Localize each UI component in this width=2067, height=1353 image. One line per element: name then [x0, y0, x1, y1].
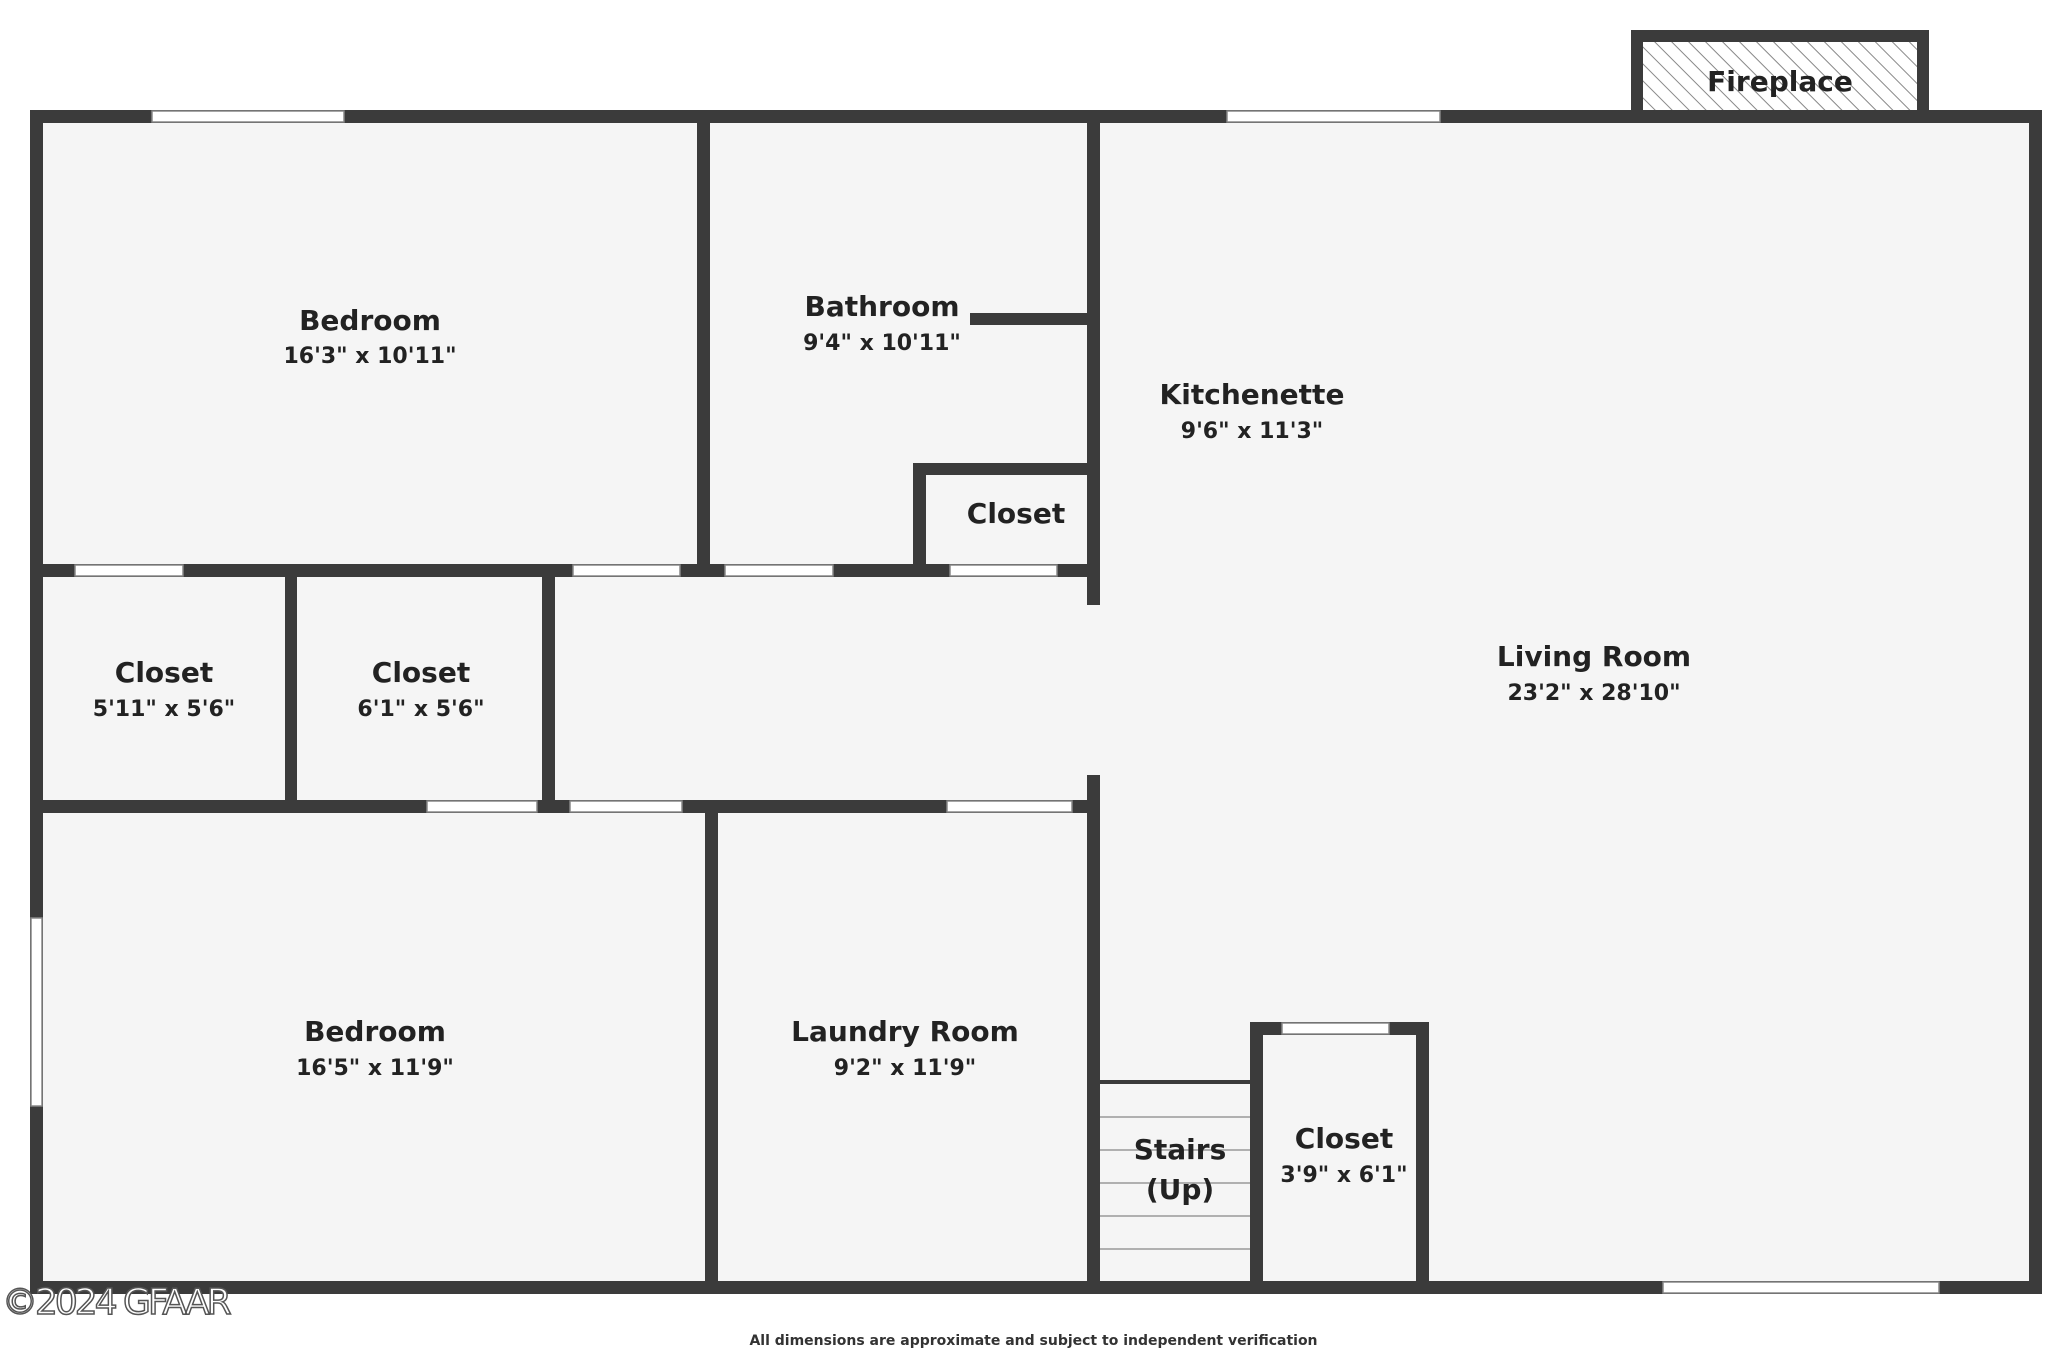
door-laundry — [946, 800, 1073, 813]
living-room-name: Living Room — [1497, 640, 1691, 673]
fireplace: Fireplace — [1631, 30, 1929, 122]
bathroom-name: Bathroom — [804, 290, 959, 323]
wall-closet-living-left — [1250, 1022, 1263, 1294]
walls — [30, 110, 2042, 1294]
door-closet-left — [74, 564, 184, 577]
bedroom-top-name: Bedroom — [299, 304, 441, 337]
laundry-dim: 9'2" x 11'9" — [834, 1056, 976, 1081]
wall-mid-upper — [30, 564, 1100, 577]
bedroom-bottom-dim: 16'5" x 11'9" — [296, 1056, 454, 1081]
closet-living-name: Closet — [1295, 1122, 1393, 1155]
wall-outer-left — [30, 110, 43, 1294]
stairs-name-line1: Stairs — [1134, 1133, 1227, 1166]
window-kitchen — [1226, 110, 1441, 123]
stairs-treads — [1100, 1116, 1250, 1250]
wall-bath-stub — [970, 313, 1094, 325]
wall-mid-lower — [30, 800, 1100, 813]
wall-stairs-top — [1093, 1080, 1263, 1084]
door-closet-mid — [426, 800, 538, 813]
closet-left-name: Closet — [115, 656, 213, 689]
bathroom-dim: 9'4" x 10'11" — [803, 331, 961, 356]
door-hall-upper — [572, 564, 681, 577]
wall-outer-right — [2029, 110, 2042, 1294]
kitchenette-dim: 9'6" x 11'3" — [1181, 419, 1323, 444]
wall-closet-divider-1 — [285, 564, 297, 812]
closet-mid-name: Closet — [372, 656, 470, 689]
door-bedroom-bottom — [569, 800, 683, 813]
wall-laundry-stairs — [1087, 800, 1100, 1294]
openings — [30, 110, 1940, 1294]
room-labels: Bedroom 16'3" x 10'11" Bathroom 9'4" x 1… — [93, 290, 1691, 1206]
copyright-watermark: ©2024 GFAAR — [2, 1282, 231, 1323]
wall-bedroom-laundry — [705, 800, 718, 1294]
door-closet-living — [1281, 1022, 1390, 1035]
window-bedroom-top — [151, 110, 345, 123]
wall-closet-top — [913, 463, 1093, 475]
closet-left-dim: 5'11" x 5'6" — [93, 697, 235, 722]
closet-living-dim: 3'9" x 6'1" — [1280, 1163, 1407, 1188]
closet-mid-dim: 6'1" x 5'6" — [357, 697, 484, 722]
wall-bedroom-bath — [697, 110, 710, 576]
stairs-name-line2: (Up) — [1146, 1173, 1214, 1206]
closet-bath-name: Closet — [967, 497, 1065, 530]
wall-outer-bottom — [30, 1281, 2042, 1294]
bedroom-top-dim: 16'3" x 10'11" — [283, 344, 456, 369]
window-living-bottom — [1662, 1281, 1940, 1294]
wall-closet-divider-2 — [542, 564, 555, 812]
wall-bath-kitchen — [1087, 110, 1100, 605]
kitchenette-name: Kitchenette — [1160, 378, 1345, 411]
fireplace-label: Fireplace — [1707, 65, 1853, 98]
bedroom-bottom-name: Bedroom — [304, 1015, 446, 1048]
door-closet-bath — [949, 564, 1058, 577]
window-bedroom-left — [30, 917, 43, 1107]
disclaimer-text: All dimensions are approximate and subje… — [749, 1333, 1318, 1349]
living-room-dim: 23'2" x 28'10" — [1507, 681, 1680, 706]
door-bath — [724, 564, 834, 577]
wall-closet-living-right — [1416, 1022, 1429, 1294]
wall-outer-top — [30, 110, 2042, 123]
floor-area — [30, 114, 2042, 1286]
wall-closet-left — [913, 463, 926, 576]
laundry-name: Laundry Room — [791, 1015, 1019, 1048]
